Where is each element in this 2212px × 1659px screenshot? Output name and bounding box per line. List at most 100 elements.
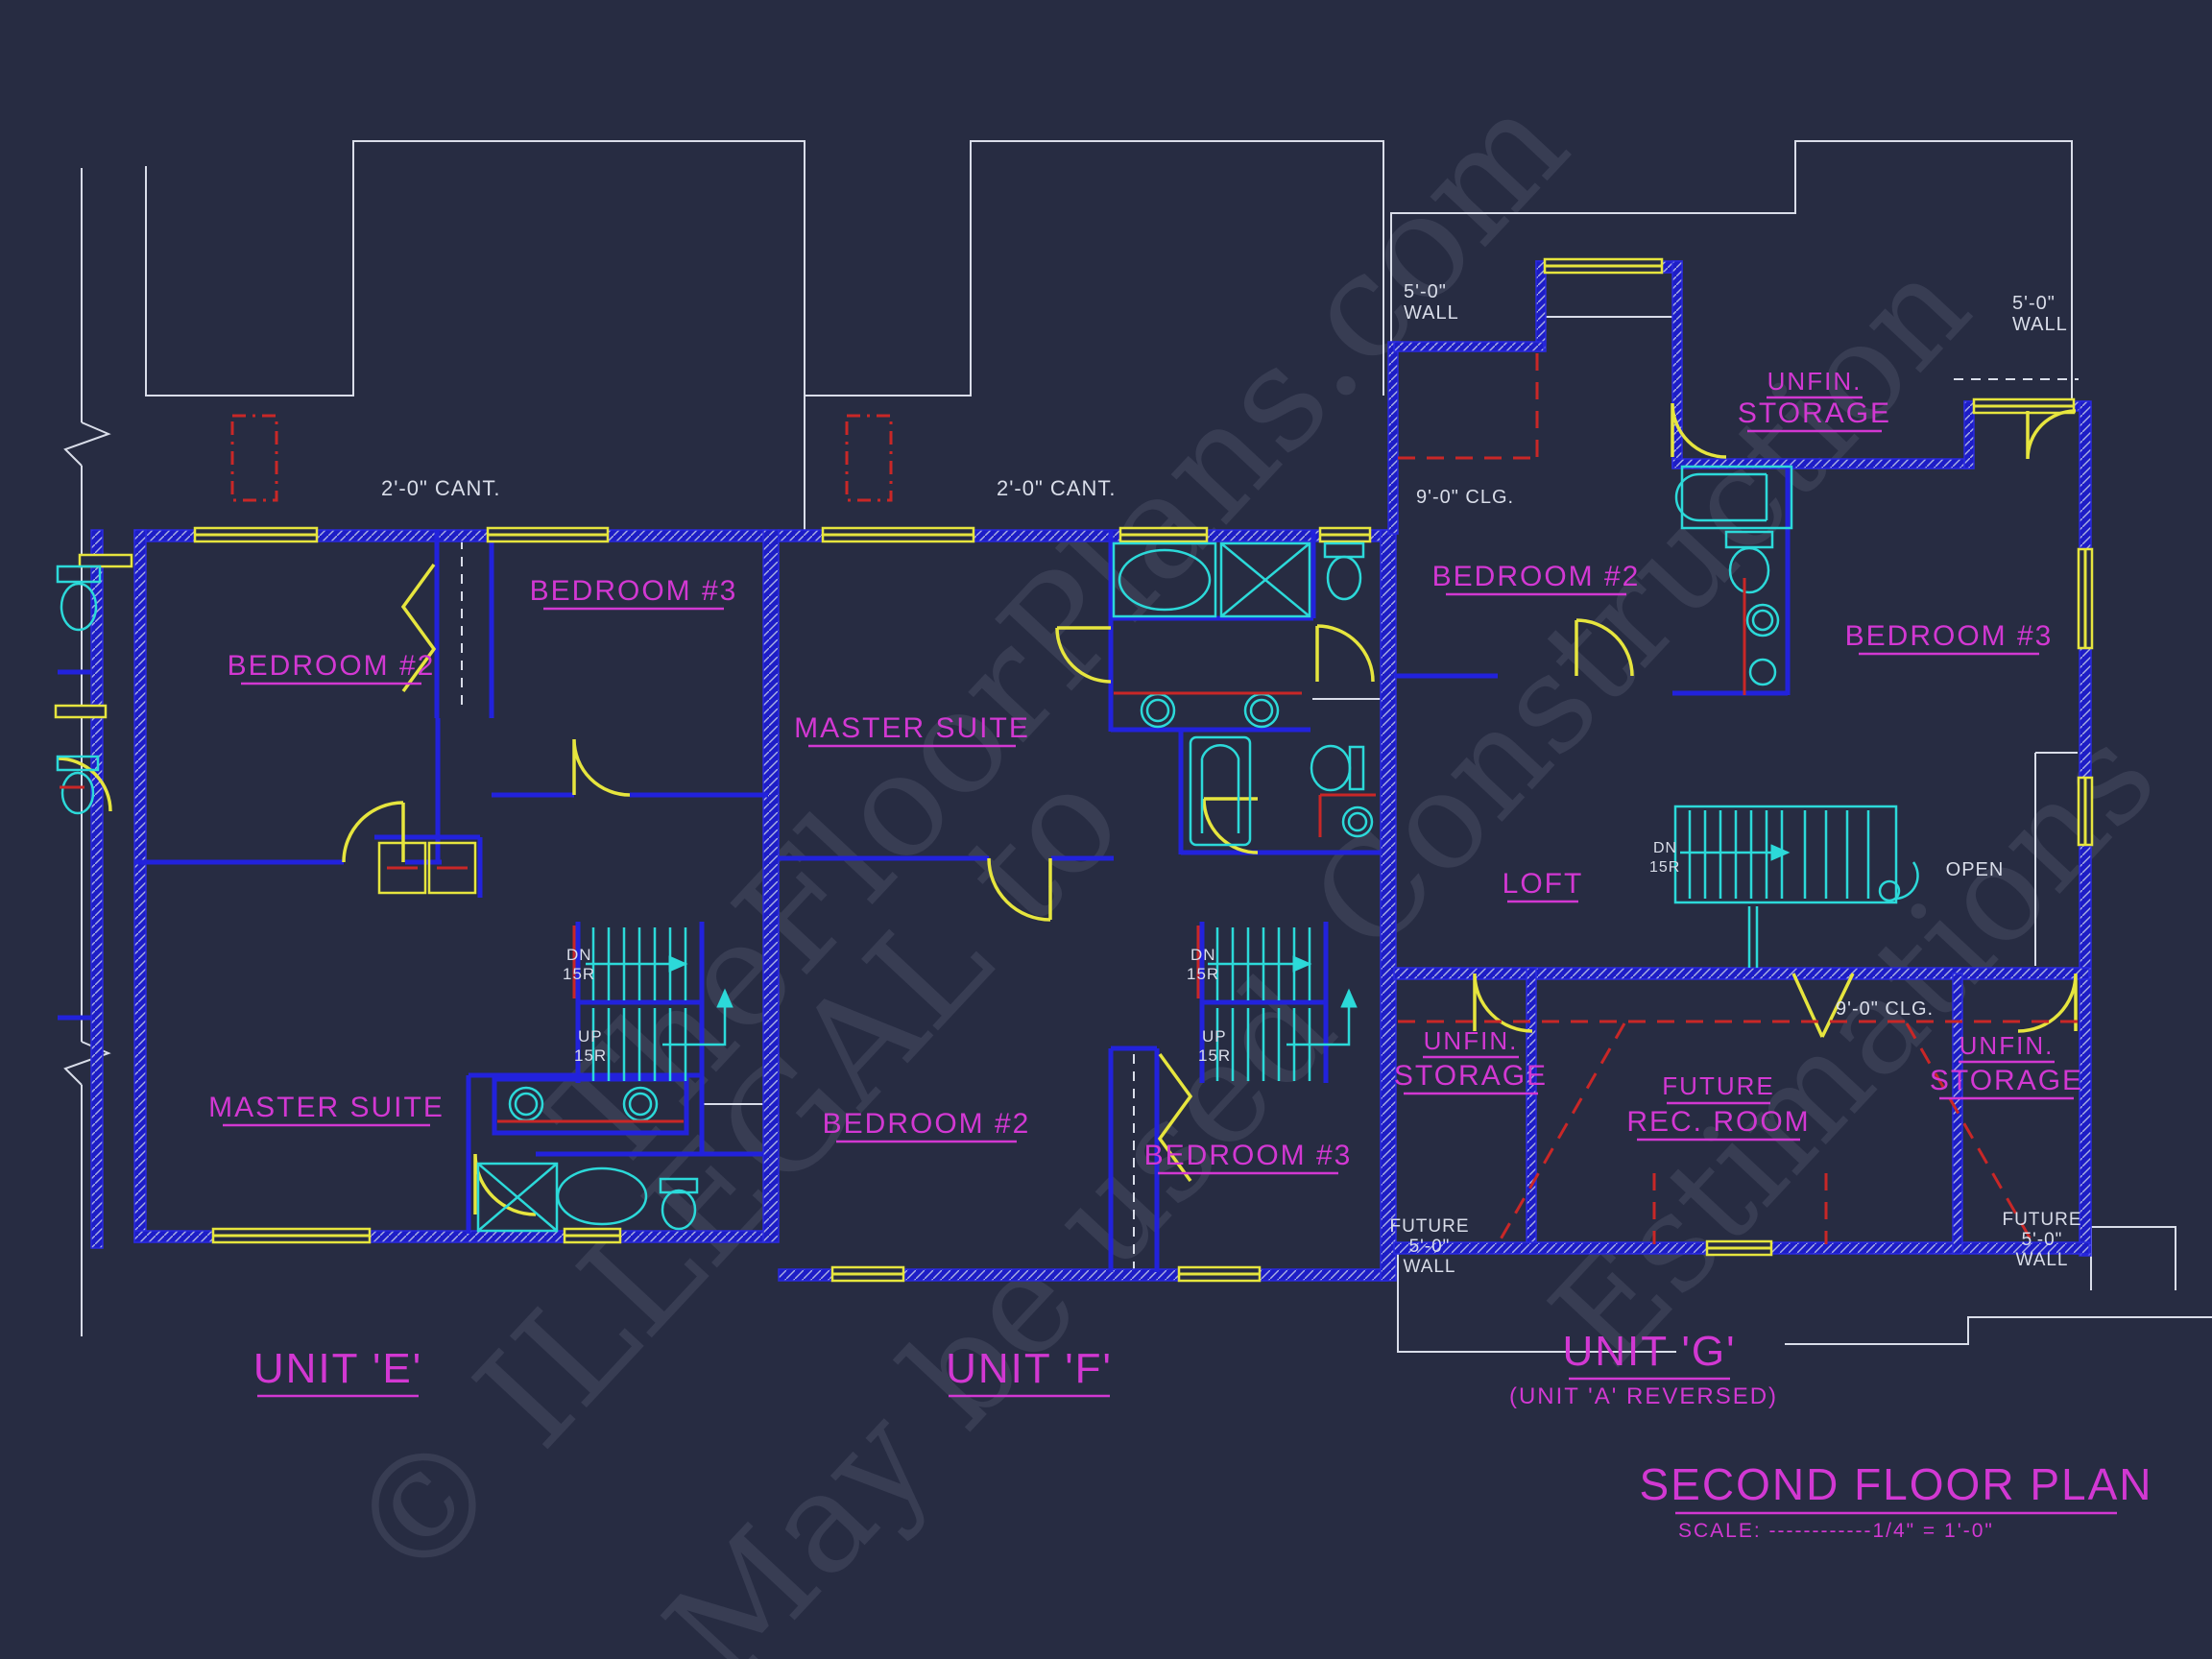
- stair-note-up-e: UP: [578, 1027, 603, 1046]
- bathtub: [1112, 541, 1217, 618]
- window: [211, 1227, 372, 1244]
- sink: [1748, 658, 1777, 686]
- stair-note-risers-e2: 15R: [574, 1046, 607, 1065]
- unit-name-f: UNIT 'F': [946, 1345, 1113, 1392]
- room-label-storage-top: STORAGE: [1738, 397, 1891, 429]
- toilet: [56, 755, 100, 815]
- doors: [57, 402, 2078, 1216]
- window: [563, 1227, 622, 1244]
- ceiling-note-g-top: 9'-0" CLG.: [1416, 487, 1514, 508]
- stair-unit-g: [1673, 805, 1919, 968]
- door-arc: [57, 757, 112, 812]
- window: [193, 526, 319, 543]
- stair-note-risers-f2: 15R: [1198, 1046, 1231, 1065]
- window: [2077, 776, 2094, 847]
- appliance: [427, 841, 477, 895]
- room-label-rec-room: REC. ROOM: [1626, 1106, 1810, 1138]
- future-wall-note-br1: FUTURE: [2002, 1210, 2081, 1230]
- stair-unit-e: [586, 927, 733, 1081]
- window: [1177, 1265, 1262, 1283]
- wall-height-note-gl2: WALL: [1404, 302, 1459, 324]
- room-label-loft: LOFT: [1503, 868, 1584, 900]
- ceiling-note-g-bottom: 9'-0" CLG.: [1836, 998, 1934, 1020]
- sink: [508, 1086, 544, 1122]
- bathtub: [1189, 735, 1252, 847]
- window: [1318, 526, 1372, 543]
- window: [821, 526, 975, 543]
- sink: [1243, 692, 1280, 729]
- future-wall-note-bl1: FUTURE: [1389, 1216, 1469, 1237]
- room-label-bedroom3-g: BEDROOM #3: [1845, 620, 2054, 652]
- stair-note-dn-e: DN: [566, 946, 592, 964]
- toilet: [1310, 744, 1365, 792]
- stair-note-risers-g: 15R: [1649, 859, 1680, 876]
- sink: [1341, 805, 1374, 838]
- interior-walls: [58, 463, 1791, 1272]
- window: [78, 553, 133, 568]
- cantilever-box: [845, 414, 893, 502]
- unit-g-subtitle: (UNIT 'A' REVERSED): [1509, 1383, 1778, 1409]
- door-arc: [2026, 409, 2077, 460]
- room-label-bedroom2-e: BEDROOM #2: [228, 650, 436, 682]
- future-wall-note-bl2: 5'-0": [1409, 1237, 1451, 1257]
- room-label-bedroom2-g: BEDROOM #2: [1432, 561, 1641, 592]
- drawing-scale: SCALE: ------------1/4" = 1'-0": [1678, 1520, 1994, 1542]
- door-arc: [1055, 626, 1112, 684]
- bifold-door: [400, 563, 437, 693]
- windows: [54, 257, 2094, 1283]
- shower: [1219, 541, 1311, 618]
- window: [830, 1265, 905, 1283]
- watermark: © ILLEGAL to TheFloorPlans.com May be us…: [316, 61, 2186, 1659]
- door-arc: [572, 738, 631, 797]
- window: [54, 704, 108, 719]
- roof-outlines: [63, 140, 2212, 1353]
- future-wall-note-br3: WALL: [2015, 1250, 2068, 1270]
- window: [1972, 397, 2076, 415]
- door-arc: [473, 1153, 537, 1216]
- room-label-unfin-top: UNFIN.: [1767, 367, 1863, 396]
- cantilever-box: [230, 414, 278, 502]
- bifold-door: [1157, 1052, 1193, 1183]
- room-label-unfin-br: UNFIN.: [1960, 1031, 2055, 1060]
- appliance: [377, 841, 427, 895]
- future-wall-note-br2: 5'-0": [2022, 1230, 2063, 1250]
- room-label-bedroom2-f: BEDROOM #2: [823, 1108, 1031, 1140]
- wall-height-note-gr1: 5'-0": [2012, 293, 2056, 314]
- labels: 2'-0" CANT. BEDROOM #3 BEDROOM #2 MASTER…: [208, 281, 2153, 1542]
- unit-name-e: UNIT 'E': [253, 1345, 422, 1392]
- door-arc: [1575, 618, 1634, 677]
- stair-unit-f: [1208, 927, 1358, 1081]
- toilet: [659, 1177, 699, 1231]
- room-label-storage-br: STORAGE: [1930, 1065, 2083, 1096]
- stair-note-risers-e: 15R: [563, 965, 595, 983]
- room-label-master-e: MASTER SUITE: [208, 1092, 445, 1123]
- shower: [476, 1162, 559, 1233]
- door-arc: [342, 801, 405, 863]
- toilet: [1323, 541, 1365, 601]
- bathtub: [1674, 465, 1793, 530]
- stair-note-up-f: UP: [1202, 1027, 1227, 1046]
- door-arc: [1473, 973, 1533, 1033]
- window: [2077, 547, 2094, 650]
- fixtures: [56, 465, 1793, 1233]
- room-label-future: FUTURE: [1662, 1071, 1774, 1100]
- stair-note-dn-f: DN: [1190, 946, 1216, 964]
- wall-height-note-gl1: 5'-0": [1404, 281, 1447, 302]
- bathtub: [556, 1166, 648, 1226]
- door-arc: [1315, 624, 1375, 683]
- toilet: [56, 565, 102, 632]
- window: [1705, 1239, 1773, 1257]
- window: [486, 526, 610, 543]
- red-accents: [60, 353, 2081, 1245]
- door-arc: [1671, 402, 1727, 459]
- drawing-title: SECOND FLOOR PLAN: [1640, 1459, 2153, 1509]
- door-arc: [1202, 797, 1259, 854]
- room-label-master-f: MASTER SUITE: [794, 712, 1030, 744]
- sink: [1140, 692, 1176, 729]
- wall-height-note-gr2: WALL: [2012, 314, 2068, 335]
- room-label-storage-bl: STORAGE: [1394, 1060, 1548, 1092]
- room-label-unfin-bl: UNFIN.: [1424, 1026, 1519, 1055]
- stairs: [586, 805, 1919, 1081]
